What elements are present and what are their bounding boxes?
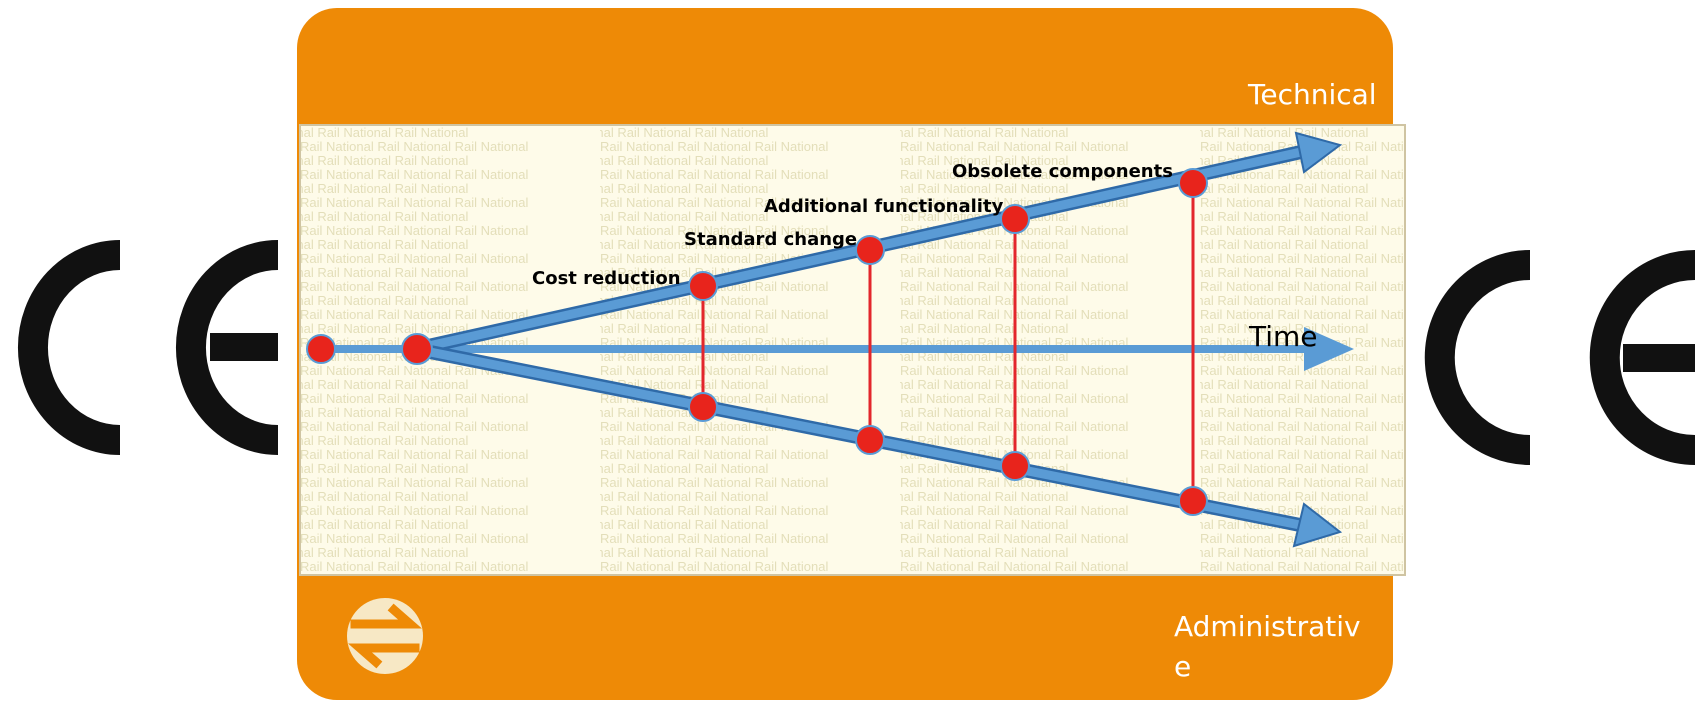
ce-mark-right-icon <box>1424 250 1696 465</box>
start-dot <box>306 334 336 364</box>
standard-change-label: Standard change <box>684 229 857 250</box>
national-rail-logo-icon <box>347 598 423 674</box>
technical-label: Technical <box>1247 78 1377 111</box>
administrative-label-line2: e <box>1174 650 1191 683</box>
branch-dot <box>401 333 433 365</box>
obsolete-components-label: Obsolete components <box>952 161 1173 182</box>
dot-standard-change-top <box>855 235 885 265</box>
ce-mark-left-icon <box>18 240 279 455</box>
event-dots <box>306 168 1208 516</box>
ticket-band-border <box>299 124 1406 576</box>
dot-cost-reduction-top <box>688 271 718 301</box>
administrative-label-line1: Administrativ <box>1174 610 1361 643</box>
additional-functionality-label: Additional functionality <box>764 196 1004 217</box>
dot-obsolete-components-top <box>1178 168 1208 198</box>
time-label: Time <box>1248 320 1318 353</box>
time-arrow <box>320 327 1354 371</box>
dot-cost-reduction-bottom <box>688 392 718 422</box>
cost-reduction-label: Cost reduction <box>532 268 681 289</box>
dot-additional-functionality-bottom <box>1000 451 1030 481</box>
dot-obsolete-components-bottom <box>1178 486 1208 516</box>
dot-standard-change-bottom <box>855 425 885 455</box>
dot-additional-functionality-top <box>1000 204 1030 234</box>
